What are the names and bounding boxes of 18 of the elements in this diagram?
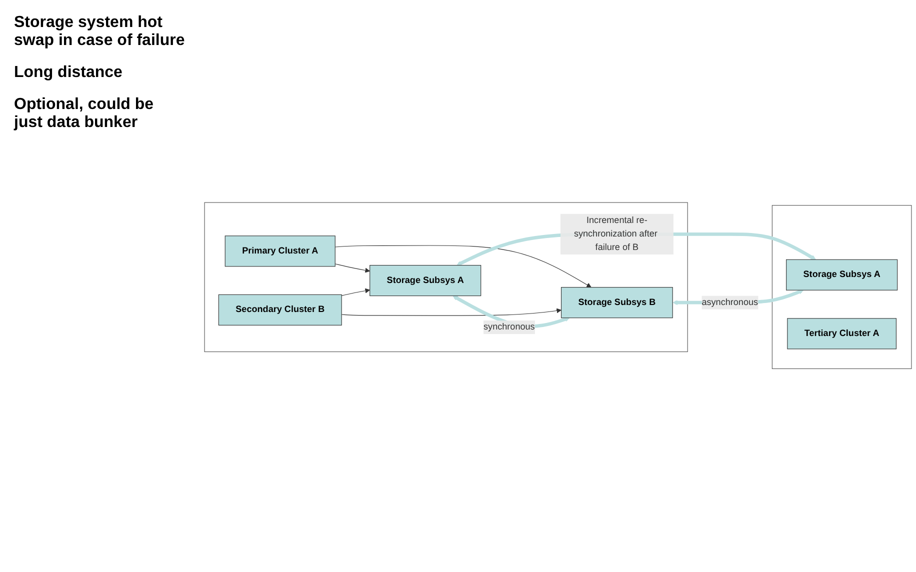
note-text: Long distance	[14, 64, 124, 82]
node-box: Storage Subsys A	[370, 265, 482, 296]
note-text: Optional, could be just data bunker	[14, 96, 155, 132]
edge-label: Incremental re-synchronization after failure of B	[574, 216, 658, 253]
cluster	[204, 202, 688, 352]
note-text: Storage system hot swap in case of failure	[14, 14, 186, 50]
arrow	[341, 308, 562, 316]
edge-label: asynchronous	[702, 298, 758, 308]
arrow	[334, 246, 592, 288]
arrow	[341, 288, 370, 296]
node-box: Storage Subsys B	[560, 287, 673, 318]
arrow	[334, 264, 370, 274]
node-box: Secondary Cluster B	[218, 294, 342, 326]
cluster	[772, 205, 912, 370]
node-box: Storage Subsys A	[786, 260, 898, 291]
edge-label: synchronous	[484, 322, 535, 332]
node-box: Primary Cluster A	[224, 236, 336, 268]
node-box: Tertiary Cluster A	[787, 318, 896, 350]
